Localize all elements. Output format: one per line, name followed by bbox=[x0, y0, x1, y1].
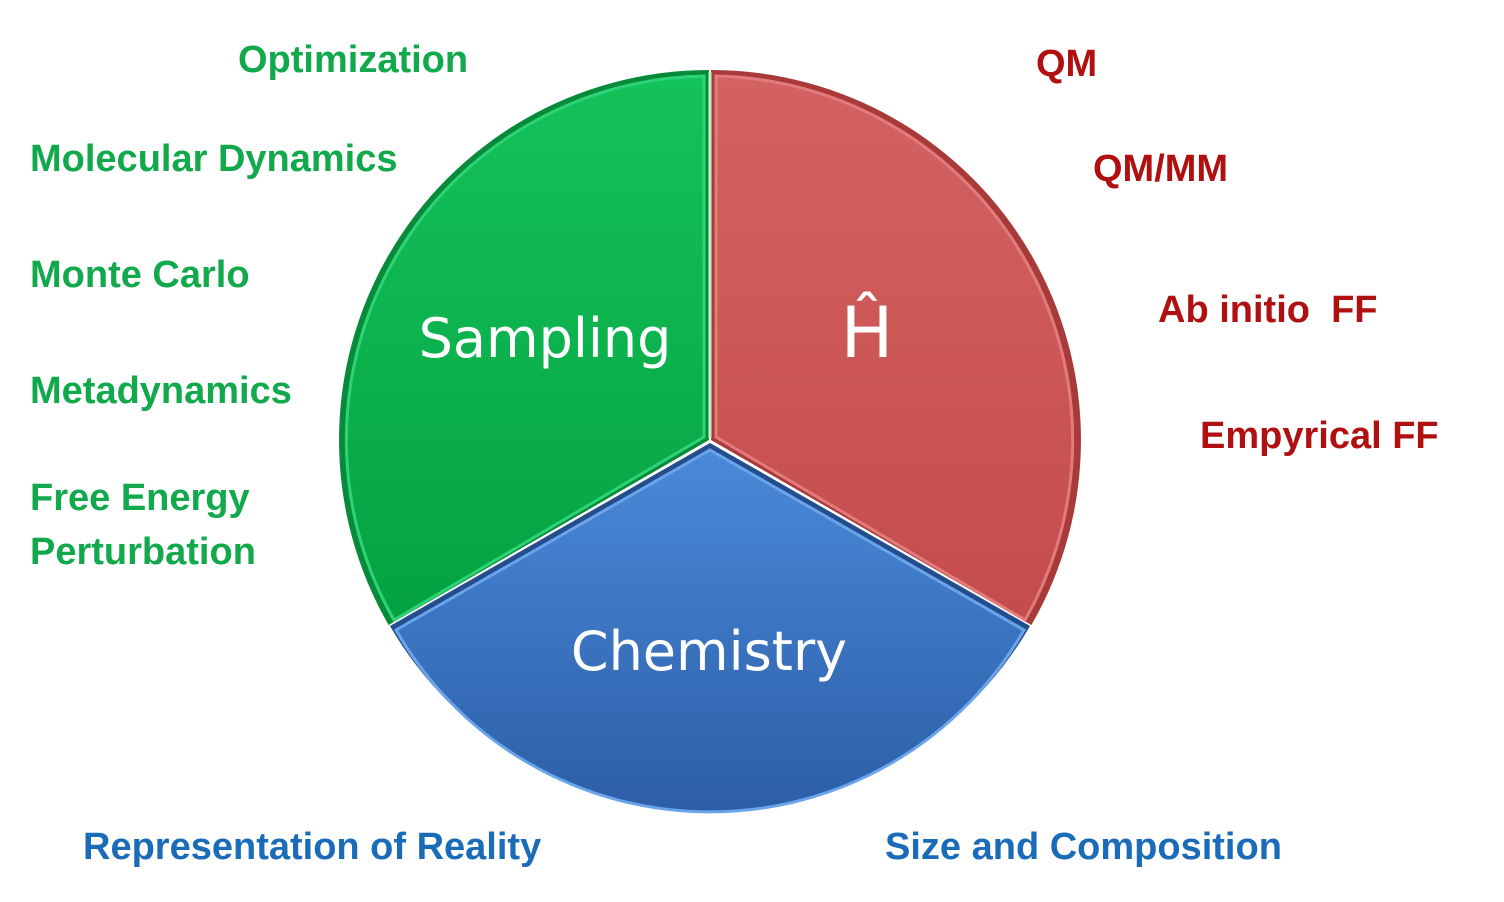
method-empyrical-ff: Empyrical FF bbox=[1200, 415, 1439, 457]
hamiltonian-segment-label: Ĥ bbox=[841, 292, 894, 374]
aspect-size-and-composition: Size and Composition bbox=[885, 826, 1282, 868]
method-ab-initio-ff: Ab initio FF bbox=[1158, 289, 1378, 331]
method-qm: QM bbox=[1036, 43, 1098, 85]
method-qm-mm: QM/MM bbox=[1093, 148, 1229, 190]
chemistry-segment-label: Chemistry bbox=[571, 620, 847, 683]
method-monte-carlo: Monte Carlo bbox=[30, 254, 250, 296]
chemistry-segment: Chemistry bbox=[390, 443, 1030, 814]
method-molecular-dynamics: Molecular Dynamics bbox=[30, 138, 398, 180]
method-optimization: Optimization bbox=[238, 39, 469, 81]
hamiltonian-segment: Ĥ bbox=[711, 70, 1081, 625]
aspect-representation-of-reality: Representation of Reality bbox=[83, 826, 542, 868]
sampling-segment: Sampling bbox=[339, 70, 709, 625]
method-perturbation: Perturbation bbox=[30, 531, 256, 573]
method-free-energy: Free Energy bbox=[30, 477, 250, 519]
method-metadynamics: Metadynamics bbox=[30, 370, 292, 412]
sampling-segment-label: Sampling bbox=[419, 307, 672, 370]
